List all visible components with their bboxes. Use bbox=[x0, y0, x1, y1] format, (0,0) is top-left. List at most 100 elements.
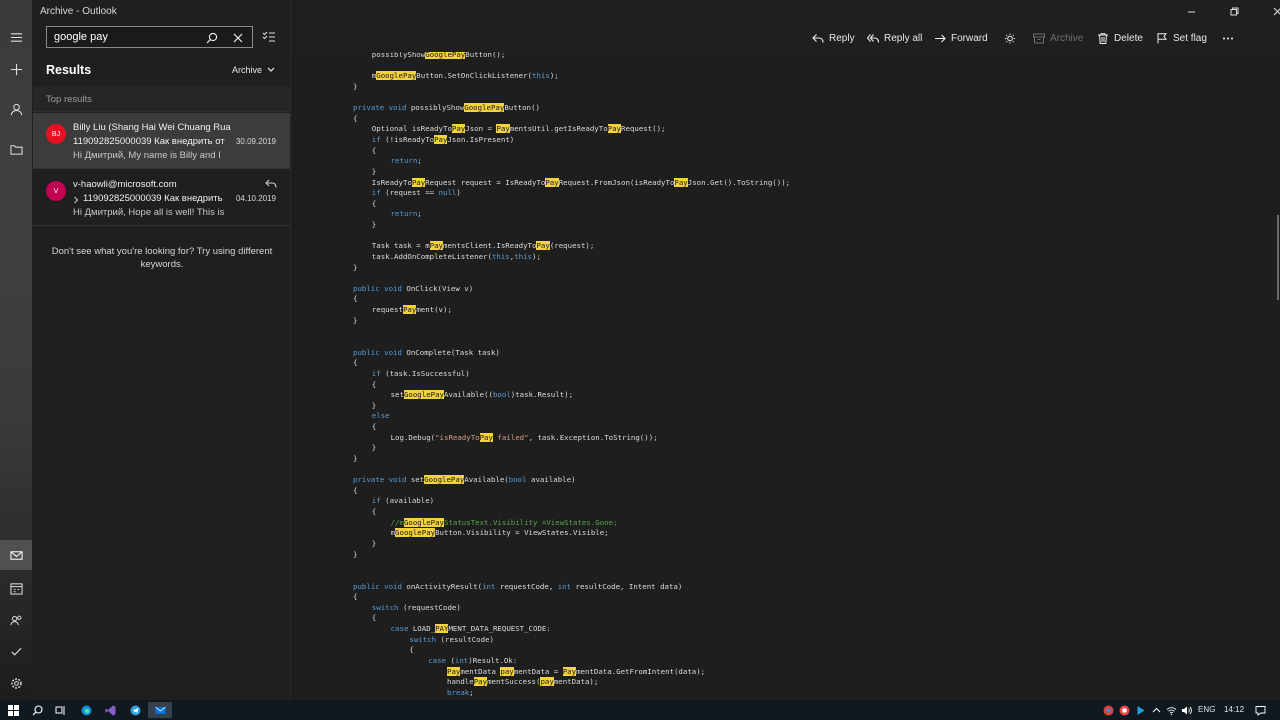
code-token: available) bbox=[526, 475, 576, 485]
code-line: } bbox=[353, 550, 357, 560]
clear-search-button[interactable] bbox=[230, 30, 246, 46]
code-token: Request(); bbox=[621, 124, 666, 134]
filter-button[interactable] bbox=[260, 29, 278, 45]
start-button[interactable] bbox=[5, 702, 21, 718]
more-actions-button[interactable] bbox=[1222, 31, 1234, 45]
visual-studio-taskbar-button[interactable] bbox=[102, 702, 118, 718]
search-highlight: GooglePay bbox=[464, 103, 505, 113]
tray-clock[interactable]: 14:12 bbox=[1224, 705, 1245, 714]
menu-button[interactable] bbox=[0, 22, 32, 52]
tray-app-icon[interactable] bbox=[1116, 702, 1132, 718]
search-highlight: GooglePay bbox=[425, 50, 466, 59]
mail-icon bbox=[154, 706, 166, 714]
reading-scrollbar[interactable] bbox=[1277, 215, 1279, 300]
code-token: Button.Visibility = ViewStates.Visible; bbox=[435, 528, 609, 538]
code-line: } bbox=[353, 82, 357, 92]
code-line: Task task = mPaymentsClient.IsReadyToPay… bbox=[372, 241, 595, 251]
reply-all-button[interactable]: Reply all bbox=[867, 31, 922, 45]
code-token: //m bbox=[390, 517, 404, 527]
code-token: { bbox=[409, 645, 414, 655]
outlook-mail-taskbar-button[interactable] bbox=[148, 702, 172, 718]
code-token: "isReadyTo bbox=[435, 432, 480, 442]
action-center-button[interactable] bbox=[1252, 702, 1268, 718]
code-token: ); bbox=[532, 251, 541, 261]
code-line: { bbox=[372, 146, 376, 156]
code-token: break bbox=[447, 687, 470, 697]
settings-button[interactable] bbox=[0, 668, 32, 698]
code-token: } bbox=[371, 220, 377, 230]
people-app-button[interactable] bbox=[0, 605, 32, 635]
search-box[interactable] bbox=[46, 26, 253, 48]
code-token: return bbox=[390, 209, 418, 219]
search-input[interactable] bbox=[54, 29, 194, 45]
code-token: ; bbox=[417, 156, 422, 166]
code-line: } bbox=[372, 539, 376, 549]
forward-button[interactable]: Forward bbox=[934, 31, 988, 45]
minimize-icon bbox=[1187, 11, 1195, 12]
accounts-button[interactable] bbox=[0, 94, 32, 124]
mail-app-button[interactable] bbox=[0, 540, 32, 570]
tray-overflow-button[interactable] bbox=[1148, 702, 1164, 718]
filter-list-icon bbox=[262, 31, 275, 42]
code-line: if (!isReadyToPayJson.IsPresent) bbox=[372, 135, 514, 145]
todo-app-button[interactable] bbox=[0, 636, 32, 666]
folders-button[interactable] bbox=[0, 134, 32, 164]
code-token: { bbox=[353, 113, 358, 123]
gear-icon bbox=[10, 677, 22, 689]
code-line: { bbox=[372, 380, 376, 390]
code-token: (request); bbox=[549, 241, 595, 251]
tray-language[interactable]: ENG bbox=[1198, 705, 1216, 714]
reply-label: Reply bbox=[829, 32, 855, 44]
search-highlight: Pay bbox=[429, 241, 444, 251]
delete-button[interactable]: Delete bbox=[1097, 31, 1143, 45]
set-flag-button[interactable]: Set flag bbox=[1156, 31, 1207, 45]
search-button[interactable] bbox=[204, 30, 220, 46]
code-token: Request request = IsReadyTo bbox=[425, 177, 546, 187]
telegram-taskbar-button[interactable] bbox=[127, 702, 143, 718]
code-token: , bbox=[509, 251, 515, 261]
tray-network-button[interactable] bbox=[1163, 702, 1179, 718]
search-highlight: Pay bbox=[545, 177, 559, 187]
tray-volume-button[interactable] bbox=[1178, 702, 1194, 718]
minimize-button[interactable] bbox=[1185, 5, 1197, 17]
search-highlight: GooglePay bbox=[424, 475, 465, 485]
forward-icon bbox=[935, 34, 946, 42]
code-line: } bbox=[353, 454, 357, 464]
edge-taskbar-button[interactable] bbox=[78, 702, 94, 718]
more-icon bbox=[1223, 37, 1233, 39]
code-token: Optional isReadyTo bbox=[371, 124, 452, 134]
code-token: private void bbox=[353, 103, 411, 113]
search-highlight: Pay bbox=[434, 135, 448, 145]
chevron-up-icon bbox=[1152, 707, 1160, 712]
message-item[interactable]: V v-haowli@microsoft.com 119092825000039… bbox=[33, 170, 290, 226]
actions-button[interactable] bbox=[1004, 31, 1016, 45]
archive-label: Archive bbox=[1050, 32, 1084, 44]
search-scope-dropdown[interactable]: Archive bbox=[232, 65, 275, 75]
message-item[interactable]: BJ Billy Liu (Shang Hai Wei Chuang Rua 1… bbox=[33, 113, 290, 169]
mail-icon bbox=[9, 550, 23, 560]
code-token: } bbox=[353, 549, 358, 559]
new-mail-button[interactable] bbox=[0, 54, 32, 84]
code-token: mentData bbox=[460, 666, 501, 676]
archive-button[interactable]: Archive bbox=[1033, 31, 1083, 45]
tray-chrome-icon[interactable] bbox=[1100, 702, 1116, 718]
search-highlight: Pay bbox=[536, 241, 550, 251]
code-token: Json = bbox=[465, 124, 497, 134]
code-token: } bbox=[353, 81, 358, 91]
calendar-app-button[interactable] bbox=[0, 573, 32, 603]
taskbar-search-button[interactable] bbox=[29, 702, 45, 718]
search-scope-label: Archive bbox=[232, 65, 263, 75]
code-line: { bbox=[353, 294, 357, 304]
message-preview: Hi Дмитрий, Hope all is well! This is bbox=[73, 207, 225, 218]
chevron-right-icon[interactable] bbox=[73, 196, 79, 204]
code-line: mGooglePayButton.SetOnClickListener(this… bbox=[372, 71, 559, 81]
message-sender: v-haowli@microsoft.com bbox=[73, 179, 177, 190]
tray-play-icon[interactable] bbox=[1132, 702, 1148, 718]
reply-button[interactable]: Reply bbox=[812, 31, 855, 45]
code-token: if bbox=[371, 368, 381, 378]
avatar: V bbox=[46, 181, 66, 201]
search-highlight: Pay bbox=[479, 432, 493, 442]
close-window-button[interactable] bbox=[1271, 5, 1280, 17]
task-view-button[interactable] bbox=[52, 702, 68, 718]
maximize-button[interactable] bbox=[1228, 5, 1240, 17]
